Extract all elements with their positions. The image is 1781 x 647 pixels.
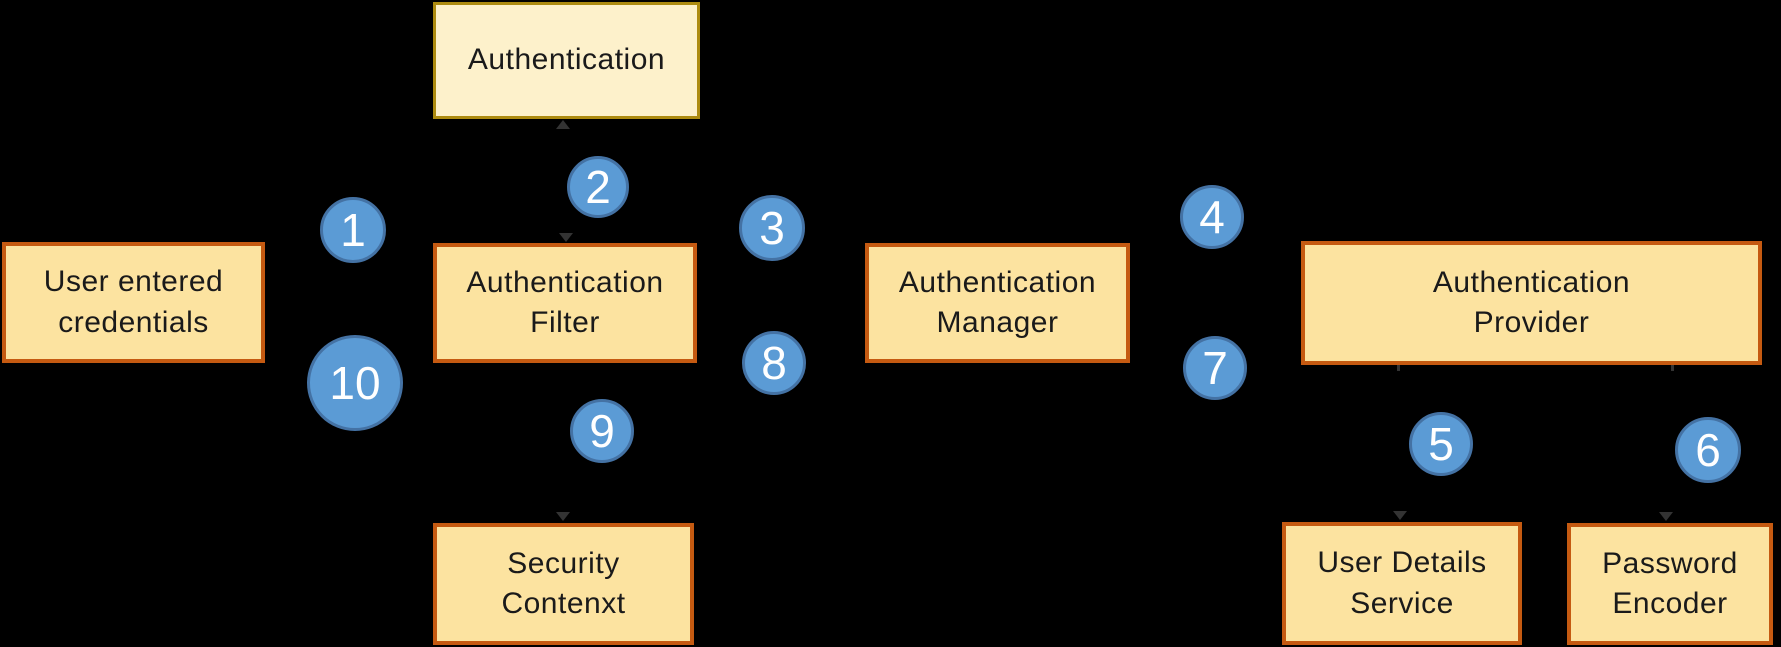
step-circle-8: 8 bbox=[742, 331, 806, 395]
step-circle-7: 7 bbox=[1183, 336, 1247, 400]
box-authentication-filter: Authentication Filter bbox=[433, 243, 697, 363]
step-number: 3 bbox=[759, 202, 785, 254]
box-password-encoder: Password Encoder bbox=[1567, 523, 1773, 645]
step-circle-3: 3 bbox=[739, 195, 805, 261]
step-number: 5 bbox=[1428, 418, 1454, 470]
step-circle-6: 6 bbox=[1675, 417, 1741, 483]
step-number: 4 bbox=[1199, 191, 1225, 243]
box-authentication-manager: Authentication Manager bbox=[865, 243, 1130, 363]
step-circle-1: 1 bbox=[320, 197, 386, 263]
step-circle-2: 2 bbox=[567, 156, 629, 218]
arrowhead-down-icon bbox=[1393, 511, 1407, 520]
step-number: 8 bbox=[761, 337, 787, 389]
step-circle-10: 10 bbox=[307, 335, 403, 431]
step-circle-9: 9 bbox=[570, 399, 634, 463]
box-label-authentication: Authentication bbox=[467, 43, 666, 77]
box-user-details-service: User Details Service bbox=[1282, 522, 1522, 645]
connector-stub bbox=[1671, 365, 1674, 371]
box-security-contenxt: Security Contenxt bbox=[433, 523, 694, 645]
arrowhead-down-icon bbox=[556, 512, 570, 521]
connector-stub bbox=[1397, 365, 1400, 371]
box-label-authentication-manager: Authentication Manager bbox=[898, 265, 1097, 340]
box-label-user-entered-credentials: User entered credentials bbox=[43, 265, 224, 339]
box-label-authentication-filter: Authentication Filter bbox=[466, 265, 664, 340]
step-number: 2 bbox=[585, 161, 611, 213]
step-number: 7 bbox=[1202, 342, 1228, 394]
step-number: 10 bbox=[329, 357, 381, 409]
box-authentication: Authentication bbox=[433, 2, 700, 119]
step-circle-4: 4 bbox=[1180, 185, 1244, 249]
step-number: 9 bbox=[589, 405, 615, 457]
step-circle-5: 5 bbox=[1409, 412, 1473, 476]
box-label-security-contenxt: Security Contenxt bbox=[501, 546, 626, 621]
step-number: 6 bbox=[1695, 424, 1721, 476]
arrowhead-down-icon bbox=[1659, 512, 1673, 521]
step-number: 1 bbox=[340, 204, 366, 256]
box-label-authentication-provider: Authentication Provider bbox=[1432, 265, 1631, 340]
box-label-user-details-service: User Details Service bbox=[1317, 546, 1487, 620]
box-label-password-encoder: Password Encoder bbox=[1602, 546, 1738, 621]
box-user-entered-credentials: User entered credentials bbox=[2, 242, 265, 363]
box-authentication-provider: Authentication Provider bbox=[1301, 241, 1762, 365]
arrowhead-up-icon bbox=[556, 120, 570, 129]
arrowhead-down-icon bbox=[559, 233, 573, 242]
